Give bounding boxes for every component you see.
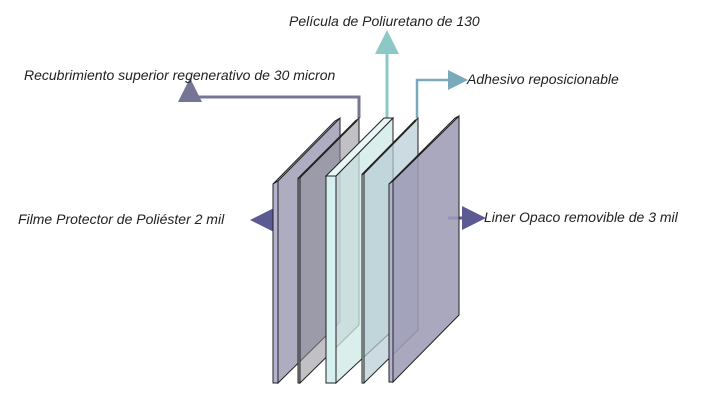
label-filme: Filme Protector de Poliéster 2 mil [18,211,225,227]
panel-liner [388,114,460,384]
label-pelicula: Película de Poliuretano de 130 [289,13,480,29]
label-liner: Liner Opaco removible de 3 mil [484,209,678,225]
recubrimiento-leader [178,78,361,118]
adhesivo-leader [415,70,468,118]
label-adhesivo: Adhesivo reposicionable [467,71,619,87]
label-recubrimiento: Recubrimiento superior regenerativo de 3… [24,67,336,83]
